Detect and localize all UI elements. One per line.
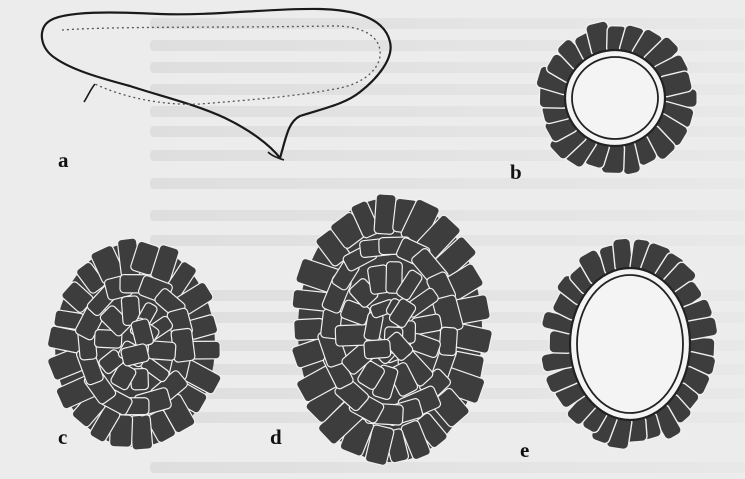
panel-label-d: d — [270, 425, 282, 450]
panel-c-cell-cluster — [46, 238, 222, 451]
cluster-cell — [364, 339, 391, 359]
panel-label-c: c — [58, 425, 67, 450]
panel-e-cell-ring — [540, 238, 718, 450]
panel-b-cell-ring — [535, 20, 697, 176]
panel-a-outline — [42, 9, 391, 160]
central-cavity — [570, 268, 690, 420]
panel-d-cell-cluster — [291, 194, 493, 466]
panel-label-e: e — [520, 438, 529, 463]
panel-label-b: b — [510, 160, 522, 185]
central-cavity — [565, 50, 665, 146]
panel-label-a: a — [58, 148, 69, 173]
cluster-cell — [439, 327, 458, 356]
